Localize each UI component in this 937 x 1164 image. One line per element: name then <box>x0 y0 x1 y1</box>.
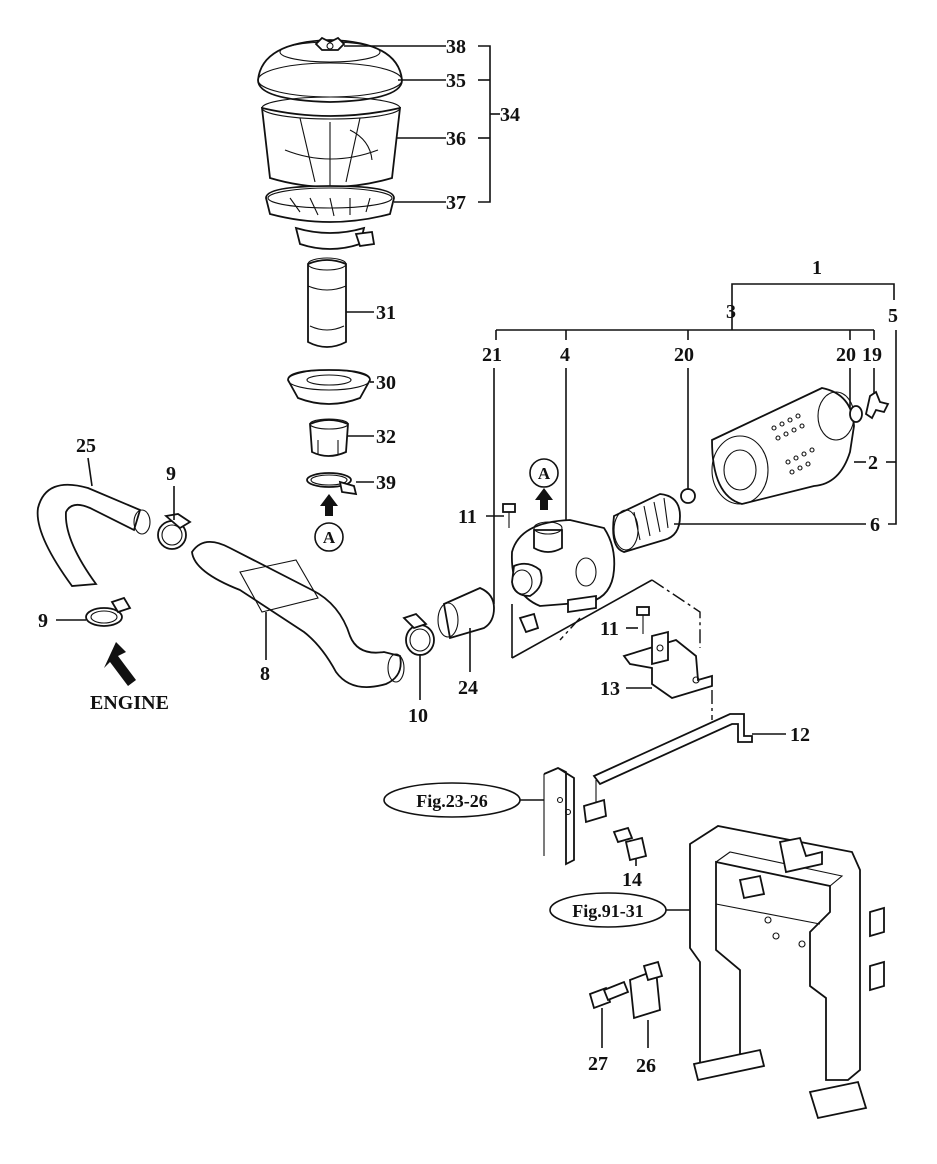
clamp-part-9-lower <box>85 596 132 627</box>
callout-39: 39 <box>376 472 396 494</box>
callout-21: 21 <box>482 344 502 366</box>
callout-37: 37 <box>446 192 466 214</box>
phantom-line-3 <box>559 617 581 641</box>
bolt-part-11-upper <box>502 503 516 528</box>
engine-label: ENGINE <box>90 692 169 714</box>
svg-text:A: A <box>538 464 551 483</box>
reference-fig-23-26[interactable]: Fig.23-26 <box>383 782 521 818</box>
callout-labels: 38 35 34 36 37 31 30 32 39 1 3 5 21 4 20… <box>38 36 898 1077</box>
bracket-part-12 <box>583 713 753 824</box>
phantom-line-1 <box>651 579 701 648</box>
flow-arrow-up-icon <box>320 494 338 516</box>
frame-ref-fig-23-26 <box>543 767 575 866</box>
wing-nut-part-19 <box>864 390 890 420</box>
bolt-part-27 <box>588 980 630 1010</box>
assembly-bracket-line-2 <box>511 579 653 659</box>
callout-25: 25 <box>76 435 96 457</box>
svg-text:Fig.23-26: Fig.23-26 <box>416 791 488 811</box>
section-marker-a-left: A <box>314 522 344 552</box>
cleaner-body-part-4 <box>511 519 616 634</box>
callout-10: 10 <box>408 705 428 727</box>
leader-lines <box>56 45 897 1048</box>
callout-27: 27 <box>588 1053 608 1075</box>
engine-arrow-icon <box>104 642 136 686</box>
tube-part-31 <box>307 257 347 348</box>
cushion-part-26 <box>629 960 664 1020</box>
callout-2: 2 <box>868 452 878 474</box>
washer-part-20-right <box>849 405 863 423</box>
callout-11-lower: 11 <box>600 618 619 640</box>
callout-4: 4 <box>560 344 570 366</box>
collar-part-32 <box>309 418 349 457</box>
callout-1: 1 <box>812 257 822 279</box>
callout-31: 31 <box>376 302 396 324</box>
clamp-part-39 <box>306 472 358 496</box>
callout-38: 38 <box>446 36 466 58</box>
callout-8: 8 <box>260 663 270 685</box>
callout-24: 24 <box>458 677 478 699</box>
callout-12: 12 <box>790 724 810 746</box>
clamp-part-10 <box>402 612 435 656</box>
reference-fig-91-31[interactable]: Fig.91-31 <box>549 892 667 928</box>
bolt-part-11-lower <box>636 606 650 634</box>
callout-20-right: 20 <box>836 344 856 366</box>
wing-nut-part-38 <box>314 36 346 51</box>
callout-35: 35 <box>446 70 466 92</box>
callout-19: 19 <box>862 344 882 366</box>
callout-26: 26 <box>636 1055 656 1077</box>
callout-30: 30 <box>376 372 396 394</box>
bracket-part-13 <box>622 630 713 699</box>
flow-arrow-up-icon-2 <box>535 488 553 510</box>
outer-element-part-2 <box>711 387 855 505</box>
callout-20-left: 20 <box>674 344 694 366</box>
intake-pipe-part-8 <box>191 541 405 688</box>
callout-9-lower: 9 <box>38 610 48 632</box>
flange-part-30 <box>287 369 371 405</box>
callout-13: 13 <box>600 678 620 700</box>
inner-element-part-6 <box>612 488 696 553</box>
callout-5: 5 <box>888 305 898 327</box>
callout-6: 6 <box>870 514 880 536</box>
frame-ref-fig-91-31 <box>689 825 885 1120</box>
air-cleaner-assembly <box>257 36 403 516</box>
bowl-part-36 <box>260 96 402 188</box>
svg-text:A: A <box>323 528 336 547</box>
section-marker-a-right: A <box>529 458 559 488</box>
callout-32: 32 <box>376 426 396 448</box>
callout-14: 14 <box>622 869 642 891</box>
callout-11-upper: 11 <box>458 506 477 528</box>
base-part-37 <box>265 185 395 250</box>
callout-36: 36 <box>446 128 466 150</box>
callout-9-upper: 9 <box>166 463 176 485</box>
callout-3: 3 <box>726 301 736 323</box>
callout-34: 34 <box>500 104 520 126</box>
hose-part-24 <box>437 587 495 640</box>
svg-text:Fig.91-31: Fig.91-31 <box>572 901 644 921</box>
bolt-part-14 <box>612 826 648 862</box>
hose-part-25 <box>36 483 151 587</box>
